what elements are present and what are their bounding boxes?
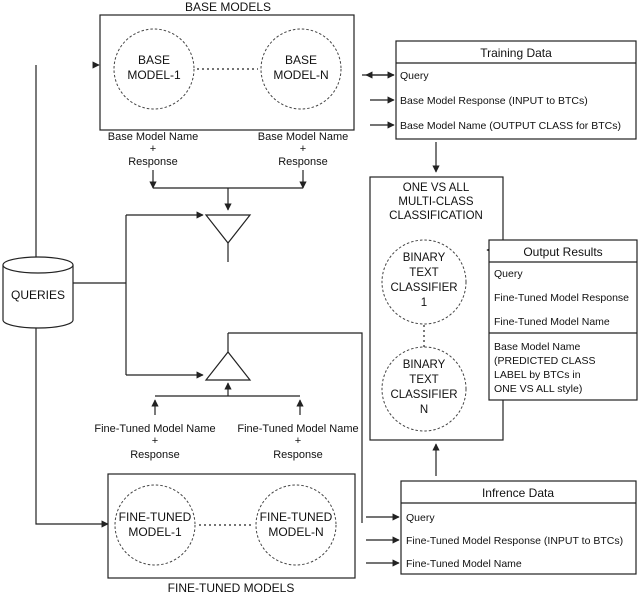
base-model-1-output-label: Base Model Name + Response — [108, 131, 199, 168]
base-model-n-output-label: Base Model Name + Response — [258, 131, 349, 168]
base-output-1-response: Response — [128, 156, 178, 168]
base-output-1-plus: + — [150, 143, 156, 155]
base-model-n-node: BASE MODEL-N — [260, 28, 342, 110]
inference-data-title: Infrence Data — [482, 486, 554, 500]
btc-1-line2: TEXT — [409, 267, 438, 279]
ft-triangle-to-inference-line — [228, 332, 363, 523]
output-row-query: Query — [494, 268, 523, 280]
ft-output-n-response: Response — [273, 449, 323, 461]
btc-n-line3: CLASSIFIER — [390, 389, 457, 401]
binary-classifier-1-node: BINARY TEXT CLASSIFIER 1 — [381, 239, 467, 325]
btc-n-line2: TEXT — [409, 374, 438, 386]
classification-title-line1: ONE VS ALL — [403, 182, 470, 194]
base-model-1-line1: BASE — [138, 53, 170, 67]
training-data-row-query: Query — [400, 70, 429, 82]
btc-n-line4: N — [420, 404, 428, 416]
ft-output-1-plus: + — [152, 435, 158, 447]
base-output-1-name: Base Model Name — [108, 131, 199, 143]
inference-row-query: Query — [406, 512, 435, 524]
classification-title-line2: MULTI-CLASS — [398, 196, 474, 208]
training-data-table: Training Data Query Base Model Response … — [395, 40, 637, 140]
base-model-1-line2: MODEL-1 — [127, 68, 181, 82]
training-data-row-name: Base Model Name (OUTPUT CLASS for BTCs) — [400, 120, 621, 132]
ft-model-1-output-label: Fine-Tuned Model Name + Response — [94, 423, 215, 461]
queries-to-finetuned-arrow — [35, 328, 109, 528]
ft-model-n-node: FINE-TUNED MODEL-N — [255, 484, 337, 566]
ft-output-1-response: Response — [130, 449, 180, 461]
inference-row-response: Fine-Tuned Model Response (INPUT to BTCs… — [406, 535, 623, 547]
ft-model-1-line2: MODEL-1 — [128, 525, 182, 539]
output-results-title: Output Results — [523, 245, 602, 259]
output-row-base-name-line2: (PREDICTED CLASS — [494, 355, 596, 367]
binary-classifier-n-node: BINARY TEXT CLASSIFIER N — [381, 346, 467, 432]
base-output-n-response: Response — [278, 156, 328, 168]
inference-row-name: Fine-Tuned Model Name — [406, 558, 522, 570]
output-row-name: Fine-Tuned Model Name — [494, 316, 610, 328]
base-output-n-name: Base Model Name — [258, 131, 349, 143]
base-model-n-line1: BASE — [285, 53, 317, 67]
ft-output-n-plus: + — [295, 435, 301, 447]
output-results-table: Output Results Query Fine-Tuned Model Re… — [488, 239, 638, 401]
ft-model-n-line2: MODEL-N — [268, 525, 323, 539]
ft-output-n-name: Fine-Tuned Model Name — [237, 423, 358, 435]
training-data-title: Training Data — [480, 46, 552, 60]
base-aggregator-triangle — [204, 214, 252, 244]
base-model-n-line2: MODEL-N — [273, 68, 328, 82]
finetuned-aggregator-triangle — [204, 351, 252, 381]
output-row-response: Fine-Tuned Model Response — [494, 292, 629, 304]
base-model-1-node: BASE MODEL-1 — [113, 28, 195, 110]
ft-model-n-line1: FINE-TUNED — [260, 510, 333, 524]
btc-n-line1: BINARY — [403, 359, 446, 371]
queries-label: QUERIES — [11, 288, 65, 302]
ft-model-n-output-label: Fine-Tuned Model Name + Response — [237, 423, 358, 461]
btc-1-line3: CLASSIFIER — [390, 282, 457, 294]
ft-model-1-node: FINE-TUNED MODEL-1 — [114, 484, 196, 566]
queries-database: QUERIES — [2, 256, 74, 329]
btc-1-line1: BINARY — [403, 252, 446, 264]
ft-model-1-line1: FINE-TUNED — [119, 510, 192, 524]
inference-data-table: Infrence Data Query Fine-Tuned Model Res… — [400, 480, 637, 575]
output-row-base-name-line1: Base Model Name — [494, 341, 581, 353]
finetuned-models-title: FINE-TUNED MODELS — [168, 581, 295, 595]
btc-1-line4: 1 — [421, 297, 427, 309]
base-output-n-plus: + — [300, 143, 306, 155]
base-models-title: BASE MODELS — [185, 0, 271, 14]
training-data-row-response: Base Model Response (INPUT to BTCs) — [400, 95, 588, 107]
classification-title-line3: CLASSIFICATION — [389, 210, 483, 222]
output-row-base-name-line3: LABEL by BTCs in — [494, 369, 581, 381]
output-row-base-name-line4: ONE VS ALL style) — [494, 383, 582, 395]
ft-output-1-name: Fine-Tuned Model Name — [94, 423, 215, 435]
